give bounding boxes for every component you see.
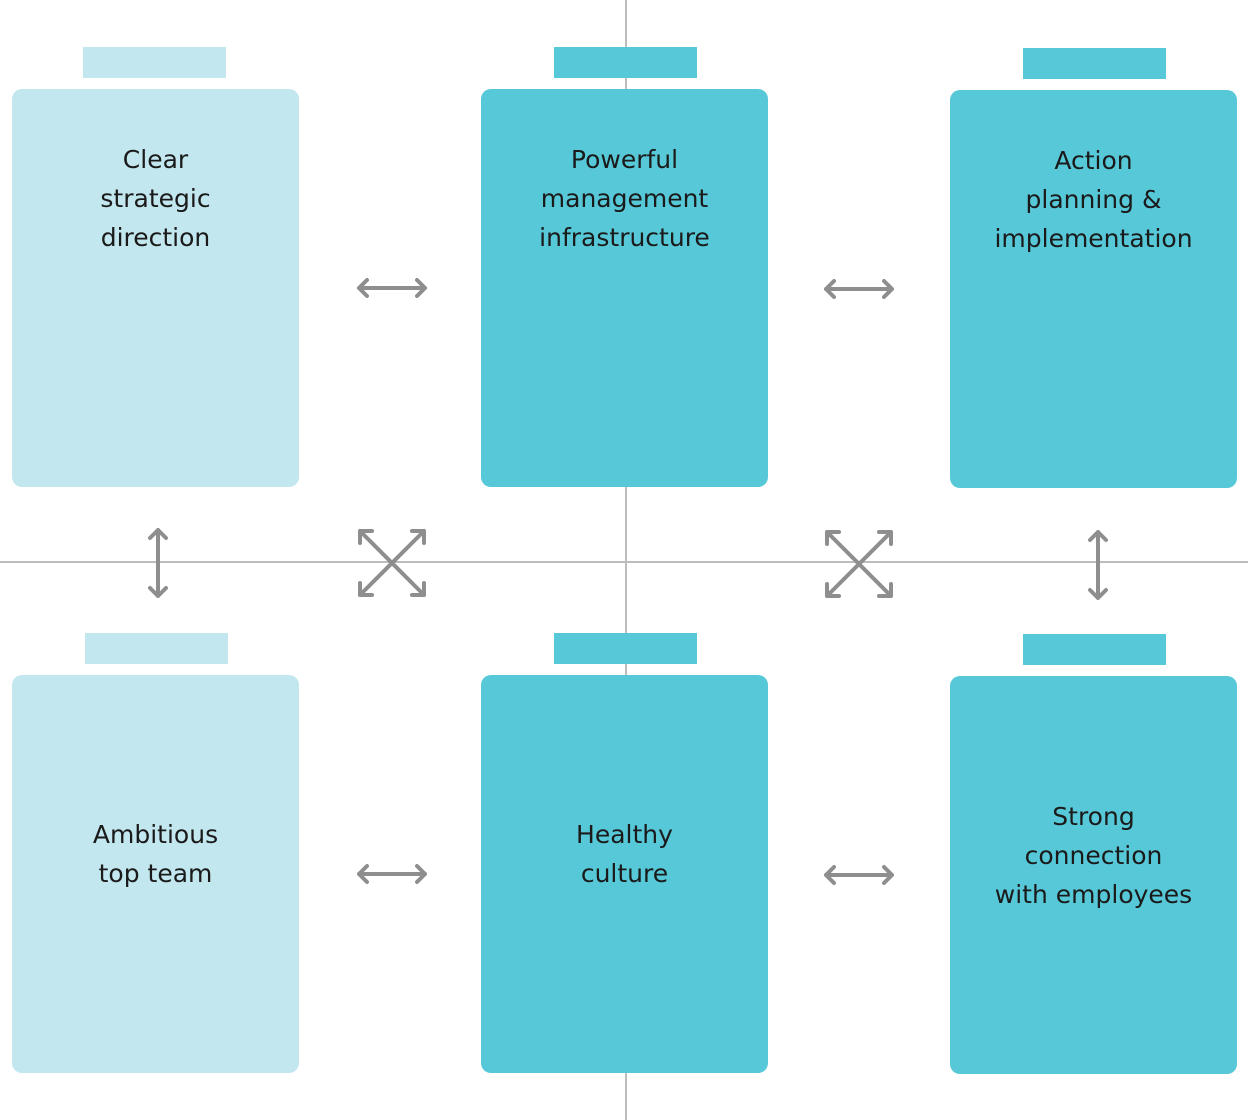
box-tab-powerful-management-infrastructure	[554, 47, 697, 78]
double-arrow-vertical-icon	[1088, 530, 1108, 600]
double-arrow-horizontal-icon	[824, 865, 894, 885]
box-healthy-culture: Healthy culture	[481, 675, 768, 1073]
double-arrow-horizontal-icon	[357, 864, 427, 884]
box-clear-strategic-direction: Clear strategic direction	[12, 89, 299, 487]
box-tab-healthy-culture	[554, 633, 697, 664]
box-action-planning-implementation: Action planning & implementation	[950, 90, 1237, 488]
box-label: Clear strategic direction	[100, 144, 211, 252]
box-tab-ambitious-top-team	[85, 633, 228, 664]
box-powerful-management-infrastructure: Powerful management infrastructure	[481, 89, 768, 487]
box-ambitious-top-team: Ambitious top team	[12, 675, 299, 1073]
box-strong-connection-with-employees: Strong connection with employees	[950, 676, 1237, 1074]
box-tab-action-planning	[1023, 48, 1166, 79]
box-label: Ambitious top team	[92, 820, 219, 888]
box-label: Strong connection with employees	[994, 801, 1193, 909]
horizontal-axis-line	[0, 561, 1248, 563]
vertical-axis-line	[625, 0, 627, 1120]
box-tab-clear-strategic-direction	[83, 47, 226, 78]
cross-arrows-icon	[358, 529, 426, 597]
box-label: Action planning & implementation	[994, 145, 1193, 253]
double-arrow-horizontal-icon	[357, 278, 427, 298]
box-label: Healthy culture	[576, 820, 673, 888]
double-arrow-horizontal-icon	[824, 279, 894, 299]
box-label: Powerful management infrastructure	[539, 144, 710, 252]
cross-arrows-icon	[825, 530, 893, 598]
double-arrow-vertical-icon	[148, 528, 168, 598]
box-tab-strong-connection	[1023, 634, 1166, 665]
